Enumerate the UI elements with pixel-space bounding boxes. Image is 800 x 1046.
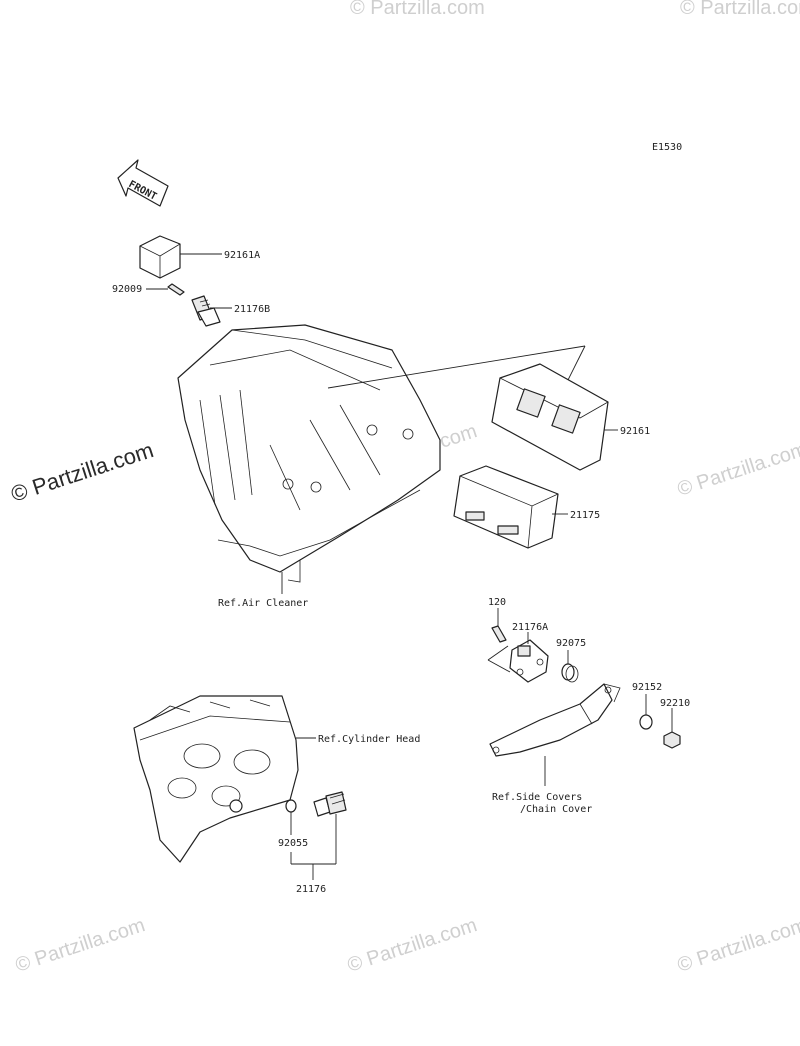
- front-arrow-icon: FRONT: [117, 159, 169, 207]
- part-label-92055: 92055: [278, 838, 308, 849]
- part-label-21176a: 21176A: [512, 622, 548, 633]
- cylinder-head: [133, 695, 299, 863]
- ref-cylinder-head-label: Ref.Cylinder Head: [318, 734, 420, 745]
- screw-92009: [167, 283, 185, 296]
- sensor-21176b: [191, 295, 221, 327]
- grommet-92075: [561, 663, 579, 683]
- collar-92152: [639, 714, 653, 730]
- bolt-120: [491, 625, 507, 643]
- air-cleaner-housing: [177, 324, 441, 583]
- part-label-92161: 92161: [620, 426, 650, 437]
- watermark-main: © Partzilla.com: [8, 437, 157, 507]
- o-ring-92055: [285, 799, 297, 813]
- watermark-mid-right: © Partzilla.com: [675, 438, 800, 501]
- part-label-92210: 92210: [660, 698, 690, 709]
- nut-92210: [663, 731, 681, 749]
- part-label-21175: 21175: [570, 510, 600, 521]
- part-label-92161a: 92161A: [224, 250, 260, 261]
- sensor-21176a: [509, 639, 549, 683]
- ecu-bracket-92161: [491, 363, 609, 471]
- ref-chain-cover-label: /Chain Cover: [520, 804, 592, 815]
- ref-side-covers-label: Ref.Side Covers: [492, 792, 582, 803]
- side-cover-bracket: [489, 683, 621, 757]
- part-label-92152: 92152: [632, 682, 662, 693]
- watermark-bottom-right: © Partzilla.com: [675, 914, 800, 977]
- sensor-21176: [313, 791, 347, 817]
- part-label-21176: 21176: [296, 884, 326, 895]
- watermark-bottom-center: © Partzilla.com: [345, 914, 480, 977]
- watermark-top-right: © Partzilla.com: [680, 0, 800, 19]
- part-label-21176b: 21176B: [234, 304, 270, 315]
- rubber-block-92161a: [139, 235, 181, 279]
- part-label-92075: 92075: [556, 638, 586, 649]
- part-label-92009: 92009: [112, 284, 142, 295]
- watermark-top-center: © Partzilla.com: [350, 0, 485, 19]
- diagram-code: E1530: [652, 142, 682, 153]
- watermark-bottom-left: © Partzilla.com: [13, 914, 148, 977]
- ref-air-cleaner-label: Ref.Air Cleaner: [218, 598, 308, 609]
- ecu-unit-21175: [453, 465, 559, 549]
- part-label-120: 120: [488, 597, 506, 608]
